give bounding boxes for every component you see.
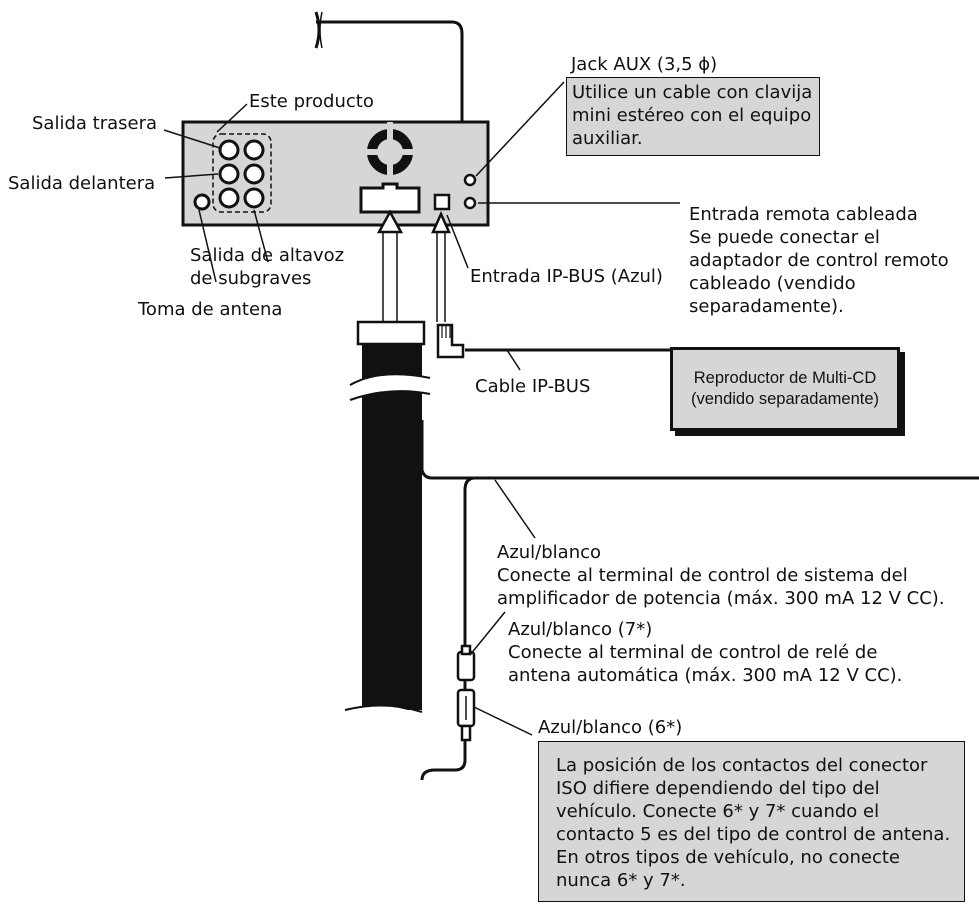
multi-cd-subtitle: (vendido separadamente) [690, 390, 880, 408]
label-azul-blanco: Azul/blanco Conecte al terminal de contr… [497, 542, 945, 609]
wires [420, 348, 979, 781]
label-entrada-remota: Entrada remota cableada Se puede conecta… [689, 204, 949, 317]
label-azul-blanco-6: Azul/blanco (6*) [538, 717, 683, 738]
label-salida-altavoz-subgraves: Salida de altavoz de subgraves [190, 245, 345, 289]
label-salida-trasera: Salida trasera [32, 113, 158, 134]
blue-white-connectors [456, 644, 476, 742]
head-unit [181, 120, 490, 227]
iso-note-box: La posición de los contactos del conecto… [538, 741, 965, 902]
multi-cd-player-box: Reproductor de Multi-CD (vendido separad… [670, 347, 900, 431]
label-este-producto: Este producto [249, 91, 374, 112]
connection-arrows [376, 209, 451, 322]
label-salida-delantera: Salida delantera [8, 173, 156, 194]
jack-aux-note-box: Utilice un cable con clavija mini estére… [566, 77, 820, 156]
leader-lines [163, 81, 680, 736]
ipbus-plug [436, 323, 465, 359]
label-entrada-ipbus: Entrada IP-BUS (Azul) [470, 266, 663, 287]
label-jack-aux: Jack AUX (3,5 ϕ) [571, 54, 718, 75]
wiring-harness [344, 320, 431, 725]
multi-cd-title: Reproductor de Multi-CD [693, 369, 877, 387]
label-azul-blanco-7: Azul/blanco (7*) Conecte al terminal de … [508, 619, 903, 686]
antenna-cable [314, 11, 464, 150]
label-toma-antena: Toma de antena [138, 299, 283, 320]
label-cable-ipbus: Cable IP-BUS [475, 376, 591, 397]
